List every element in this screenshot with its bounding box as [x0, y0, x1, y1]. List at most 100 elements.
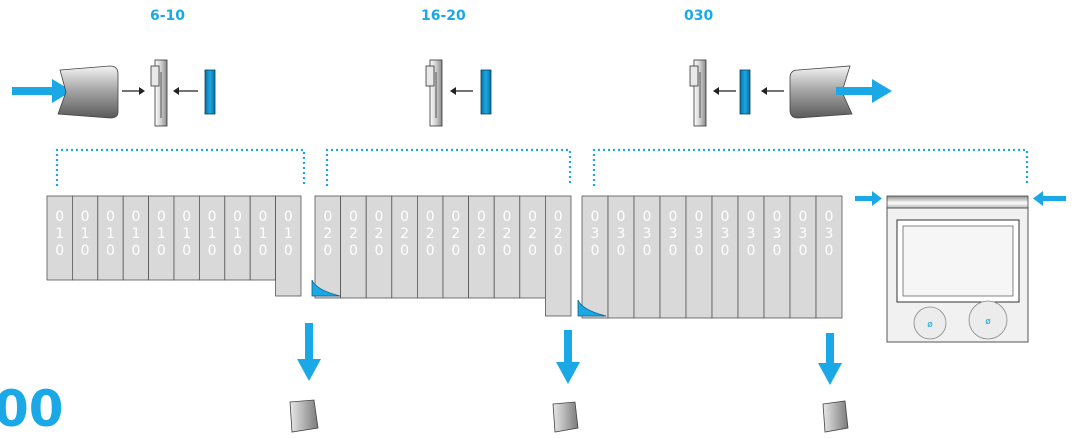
module-2-4 — [391, 195, 418, 299]
module-2-10 — [545, 195, 572, 317]
module-digit: 0 — [400, 209, 409, 225]
module-digit: 0 — [721, 209, 730, 225]
module-digit: 0 — [695, 243, 704, 259]
corner-wedge — [311, 279, 341, 297]
module-digit: 2 — [400, 226, 409, 242]
module-2-7 — [468, 195, 495, 299]
bracket-dotted — [55, 148, 306, 186]
flow-in-arrow — [12, 79, 72, 103]
module-2-2 — [340, 195, 367, 299]
module-digit: 0 — [258, 243, 267, 259]
module-1-2 — [72, 195, 99, 281]
module-digit: 0 — [528, 209, 537, 225]
end-piece-icon — [822, 400, 849, 433]
knob-right — [968, 300, 1008, 340]
bracket-dotted — [325, 148, 572, 186]
module-digit: 3 — [825, 226, 834, 242]
module-digit: 0 — [375, 209, 384, 225]
module-digit: 0 — [643, 209, 652, 225]
module-digit: 0 — [591, 243, 600, 259]
module-1-8 — [224, 195, 251, 281]
module-digit: 3 — [721, 226, 730, 242]
corner-wedge — [577, 299, 607, 317]
module-digit: 3 — [799, 226, 808, 242]
module-digit: 2 — [323, 226, 332, 242]
module-digit: 0 — [695, 209, 704, 225]
module-1-9 — [249, 195, 276, 281]
module-digit: 0 — [773, 209, 782, 225]
flow-out-arrow — [836, 79, 892, 103]
module-digit: 2 — [375, 226, 384, 242]
module-digit: 0 — [528, 243, 537, 259]
module-digit: 0 — [55, 209, 64, 225]
module-digit: 0 — [323, 209, 332, 225]
module-digit: 0 — [284, 209, 293, 225]
module-3-9 — [789, 195, 817, 319]
module-digit: 0 — [426, 209, 435, 225]
small-arrow — [122, 87, 145, 95]
end-cap-icon — [789, 65, 853, 119]
module-digit: 0 — [157, 209, 166, 225]
module-digit: 0 — [55, 243, 64, 259]
blue-seal-icon — [204, 69, 216, 115]
module-digit: 0 — [400, 243, 409, 259]
module-digit: 1 — [182, 226, 191, 242]
clip-icon — [425, 59, 443, 127]
blue-seal-icon — [739, 69, 751, 115]
module-digit: 2 — [503, 226, 512, 242]
module-digit: 0 — [451, 209, 460, 225]
module-digit: 0 — [617, 243, 626, 259]
module-digit: 3 — [695, 226, 704, 242]
module-3-1 — [581, 195, 609, 319]
module-3-3 — [633, 195, 661, 319]
module-digit: 1 — [233, 226, 242, 242]
module-1-4 — [122, 195, 149, 281]
module-digit: 0 — [426, 243, 435, 259]
module-digit: 1 — [131, 226, 140, 242]
header-group-3: 030 — [684, 8, 714, 24]
drop-arrow — [297, 323, 321, 381]
module-digit: 0 — [182, 209, 191, 225]
module-digit: 0 — [825, 209, 834, 225]
small-arrow — [450, 87, 473, 95]
module-3-2 — [607, 195, 635, 319]
bracket-dotted — [592, 148, 1029, 186]
module-digit: 0 — [157, 243, 166, 259]
module-digit: 0 — [554, 209, 563, 225]
corner-mark: 00 — [0, 380, 64, 438]
small-arrow — [713, 87, 736, 95]
module-digit: 0 — [503, 243, 512, 259]
module-digit: 0 — [284, 243, 293, 259]
module-1-3 — [97, 195, 124, 281]
knob-left — [913, 306, 947, 340]
module-digit: 0 — [233, 209, 242, 225]
module-digit: 0 — [208, 209, 217, 225]
knob-right-symbol: ø — [985, 317, 991, 327]
module-digit: 0 — [669, 209, 678, 225]
module-2-6 — [442, 195, 470, 299]
small-arrow — [761, 87, 784, 95]
module-digit: 0 — [799, 243, 808, 259]
module-digit: 0 — [617, 209, 626, 225]
end-piece-icon — [552, 401, 579, 433]
module-digit: 3 — [643, 226, 652, 242]
module-digit: 0 — [643, 243, 652, 259]
module-rows: 0100100100100100100100100100100200200200… — [46, 195, 843, 319]
module-digit: 2 — [349, 226, 358, 242]
module-digit: 0 — [554, 243, 563, 259]
module-digit: 1 — [55, 226, 64, 242]
end-cap-icon — [57, 65, 119, 119]
module-digit: 0 — [503, 209, 512, 225]
module-digit: 0 — [81, 209, 90, 225]
module-digit: 1 — [284, 226, 293, 242]
module-digit: 0 — [375, 243, 384, 259]
module-1-10 — [275, 195, 302, 297]
module-digit: 1 — [157, 226, 166, 242]
module-1-5 — [148, 195, 175, 281]
module-digit: 3 — [747, 226, 756, 242]
module-digit: 0 — [258, 209, 267, 225]
module-2-5 — [416, 195, 444, 299]
module-digit: 0 — [477, 209, 486, 225]
